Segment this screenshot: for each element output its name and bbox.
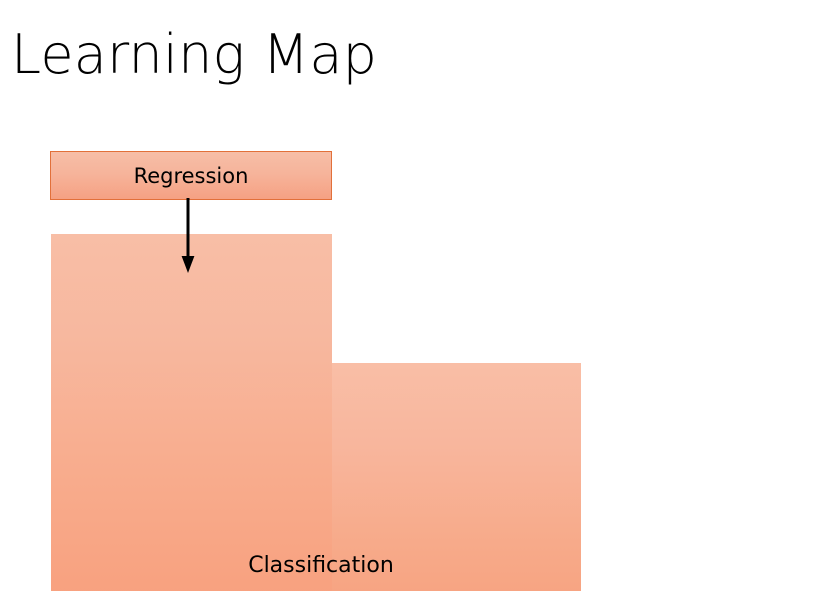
classification-shelf-block[interactable]	[332, 363, 581, 591]
down-arrow-icon	[181, 198, 195, 273]
regression-node-label: Regression	[133, 163, 249, 188]
arrow-head	[181, 256, 195, 273]
regression-node[interactable]: Regression	[50, 151, 332, 200]
classification-tall-block[interactable]	[51, 234, 332, 591]
page-title: Learning Map	[11, 23, 378, 86]
classification-label: Classification	[248, 553, 394, 578]
